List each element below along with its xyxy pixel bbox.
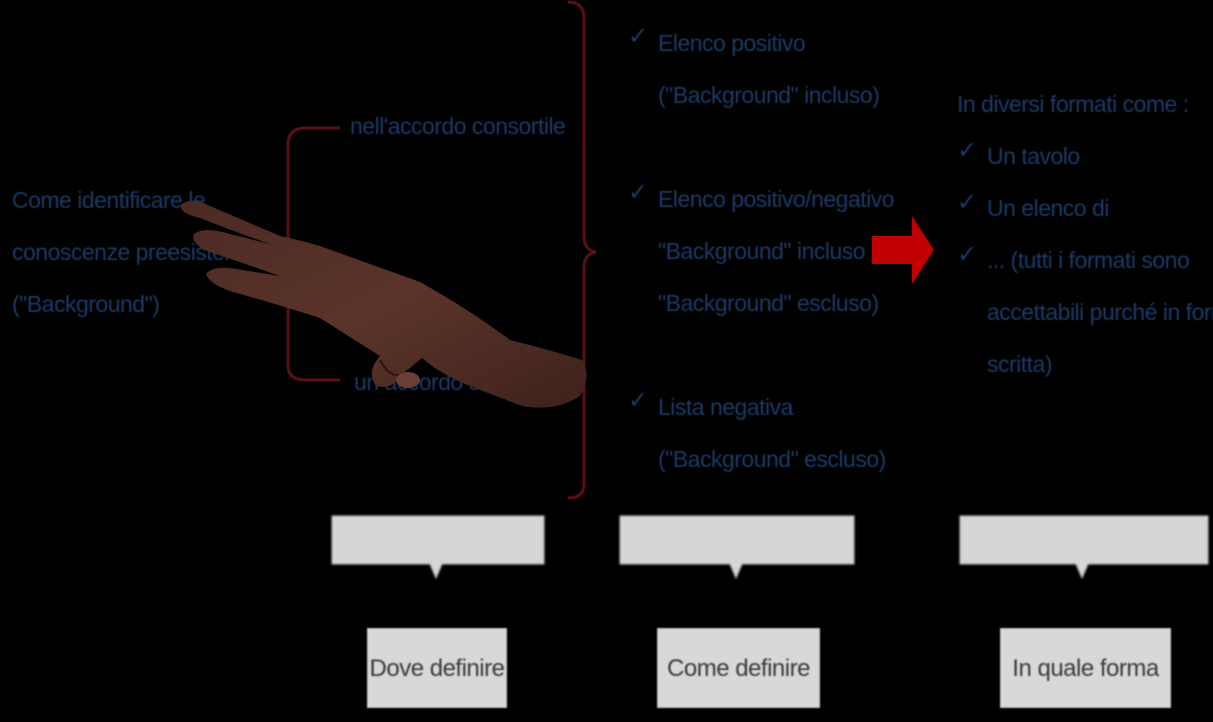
format-item-list: Un elenco di [987,182,1109,234]
format-line: accettabili purché in forma [987,299,1213,325]
option-line: Lista negativa [658,394,793,420]
check-icon: ✓ [628,23,649,50]
which-form-button[interactable]: In quale forma [1000,628,1171,708]
formats-intro: In diversi formati come : [957,91,1189,117]
callout-bar [331,515,545,580]
question-line: ("Background") [12,291,160,317]
option-line: "Background" escluso) [658,290,879,316]
check-icon: ✓ [957,137,978,164]
where-to-define-button[interactable]: Dove definire [367,628,507,708]
option-line: Elenco positivo [658,30,806,56]
check-icon: ✓ [957,189,978,216]
format-line: ... (tutti i formati sono [987,247,1190,273]
hand-pointer-icon [180,200,587,408]
option-positive-list: Elenco positivo ("Background" incluso) [658,17,880,121]
callout-bar [959,515,1209,580]
format-item-any: ... (tutti i formati sono accettabili pu… [987,234,1213,390]
arrow-right-icon [872,216,934,284]
option-negative-list: Lista negativa ("Background" escluso) [658,381,886,485]
option-line: "Background" incluso e [658,238,884,264]
format-line: scritta) [987,351,1052,377]
question-line: Come identificare le [12,187,206,213]
option-line: Elenco positivo/negativo [658,186,895,212]
check-icon: ✓ [628,179,649,206]
check-icon: ✓ [957,241,978,268]
format-item-table: Un tavolo [987,130,1080,182]
check-icon: ✓ [628,387,649,414]
format-line: Un elenco di [987,195,1109,221]
option-positive-negative-list: Elenco positivo/negativo "Background" in… [658,173,895,329]
branch-consortium-agreement: nell'accordo consortile [350,113,566,139]
how-to-define-button[interactable]: Come definire [657,628,820,708]
option-line: ("Background" escluso) [658,446,886,472]
option-line: ("Background" incluso) [658,82,880,108]
callout-bar [619,515,855,580]
large-bracket [567,0,597,500]
format-line: Un tavolo [987,143,1080,169]
